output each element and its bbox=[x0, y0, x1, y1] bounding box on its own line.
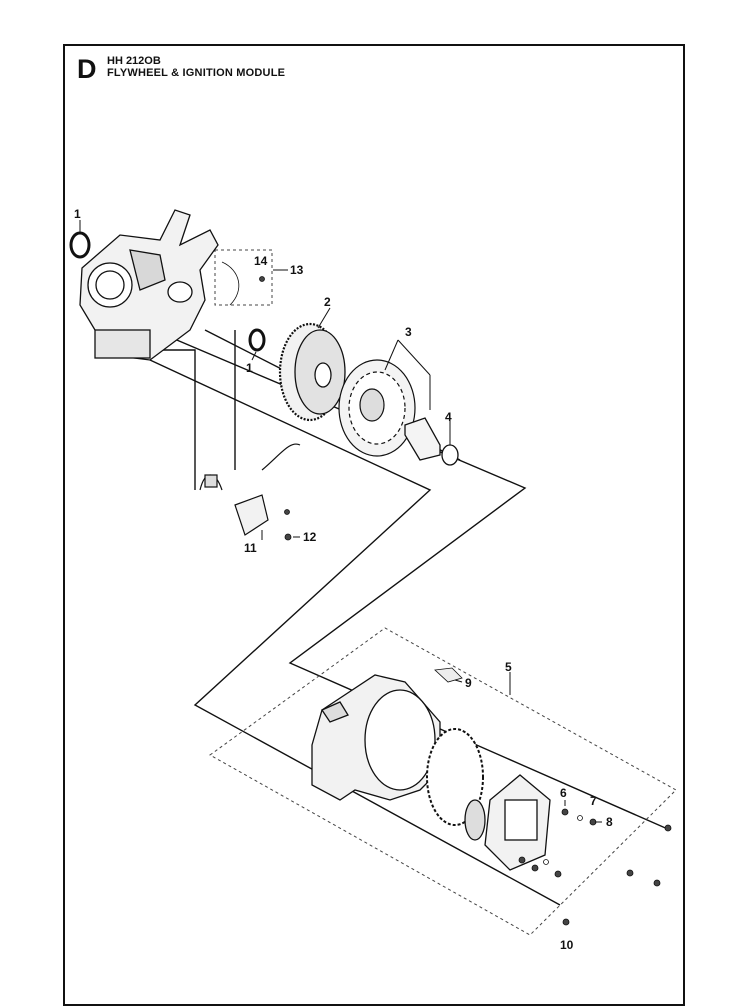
callout-4: 4 bbox=[445, 410, 452, 424]
callout-12: 12 bbox=[303, 530, 317, 544]
oil-seal-1a bbox=[69, 231, 91, 259]
oil-seal-1b bbox=[248, 328, 266, 352]
callout-5: 5 bbox=[505, 660, 512, 674]
callout-9: 9 bbox=[465, 676, 472, 690]
blower-housing bbox=[311, 674, 441, 801]
callout-10: 10 bbox=[560, 938, 574, 952]
group-outlines bbox=[209, 249, 677, 936]
hardware bbox=[434, 667, 672, 926]
leader-lines bbox=[79, 220, 602, 823]
callout-1b: 1 bbox=[246, 361, 253, 375]
diagram-frame bbox=[63, 44, 685, 1006]
callout-3: 3 bbox=[405, 325, 412, 339]
ignition-screws bbox=[221, 261, 292, 541]
recoil-starter bbox=[426, 728, 551, 871]
model-name: HH 212OB bbox=[107, 55, 161, 67]
callout-7: 7 bbox=[590, 794, 597, 808]
callout-14: 14 bbox=[254, 254, 268, 268]
crankcase bbox=[79, 209, 219, 361]
section-letter: D bbox=[77, 54, 97, 84]
flywheel bbox=[278, 322, 346, 422]
diagram-title: FLYWHEEL & IGNITION MODULE bbox=[107, 67, 286, 79]
ignition-module bbox=[199, 443, 301, 536]
callout-2: 2 bbox=[324, 295, 331, 309]
callout-13: 13 bbox=[290, 263, 304, 277]
cooling-fan bbox=[338, 359, 416, 457]
callout-11: 11 bbox=[244, 541, 257, 555]
callout-6: 6 bbox=[560, 786, 567, 800]
callout-1a: 1 bbox=[74, 207, 81, 221]
starter-cup bbox=[404, 417, 459, 466]
callout-8: 8 bbox=[606, 815, 613, 829]
callout-labels: 1 1 2 3 4 5 6 7 8 9 10 11 12 13 14 bbox=[74, 207, 613, 952]
